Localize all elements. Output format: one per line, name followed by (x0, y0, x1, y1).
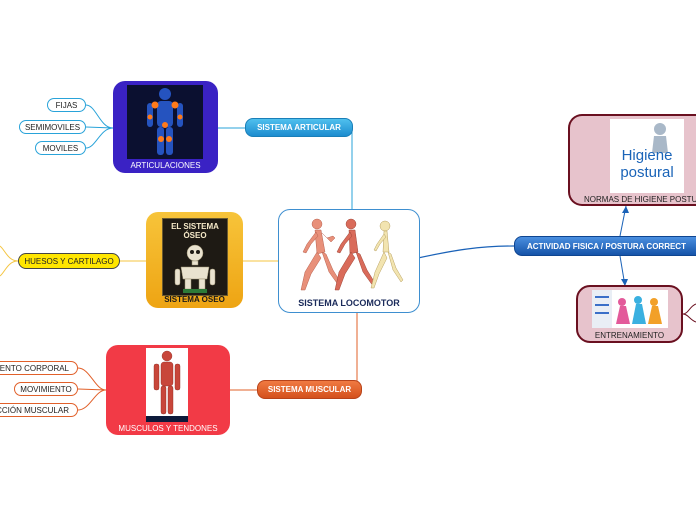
link-card-item2 (77, 388, 107, 391)
musculos-label: MUSCULOS Y TENDONES (118, 424, 218, 433)
link-card-moviles (85, 127, 114, 149)
arrow-higiene (622, 206, 629, 213)
link-card-semimoviles (85, 126, 114, 129)
book-title-line2: ÓSEO (183, 231, 207, 240)
runners-image (295, 214, 405, 298)
skeleton-icon (174, 244, 216, 293)
entrenamiento-card[interactable]: ENTRENAMIENTO (576, 285, 683, 343)
sistema-oseo-book-image: EL SISTEMA ÓSEO (162, 218, 228, 296)
link-card-fijas (85, 104, 114, 129)
muscular-item-3[interactable]: RACCIÓN MUSCULAR (0, 403, 78, 417)
sistema-muscular-node[interactable]: SISTEMA MUSCULAR (257, 380, 362, 399)
musculos-image (146, 348, 188, 422)
link-huesos-offscreen-2 (0, 260, 19, 277)
higiene-pic-line2: postural (620, 164, 674, 181)
musculos-card[interactable]: MUSCULOS Y TENDONES (106, 345, 230, 435)
actividad-fisica-node[interactable]: ACTIVIDAD FISICA / POSTURA CORRECT (514, 236, 696, 256)
link-central-actividad (417, 245, 515, 259)
sistema-oseo-card[interactable]: EL SISTEMA ÓSEO SISTEMA OSE (146, 212, 243, 308)
articular-item-moviles[interactable]: MOVILES (35, 141, 86, 155)
running-figures-icon (300, 218, 404, 291)
sistema-articular-node[interactable]: SISTEMA ARTICULAR (245, 118, 353, 137)
link-entrenamiento-offscreen (682, 303, 696, 315)
articulaciones-image (127, 85, 203, 159)
muscular-item-movimiento[interactable]: MOVIMIENTO (14, 382, 78, 396)
articulaciones-card[interactable]: ARTICULACIONES (113, 81, 218, 173)
entrenamiento-label: ENTRENAMIENTO (594, 331, 665, 340)
link-card-item1 (77, 367, 107, 391)
entrenamiento-image (592, 290, 668, 328)
link-huesos-offscreen-1 (0, 245, 19, 262)
oseo-item-huesos[interactable]: HUESOS Y CARTILAGO (18, 253, 120, 269)
muscular-item-1[interactable]: AMIENTO CORPORAL (0, 361, 78, 375)
book-title-line1: EL SISTEMA (171, 222, 219, 231)
training-runners-icon (592, 290, 662, 328)
link-card-item3 (77, 389, 107, 411)
sistema-oseo-label: SISTEMA OSEO (164, 295, 225, 304)
higiene-label: NORMAS DE HIGIENE POSTUR (584, 195, 696, 204)
link-entrenamiento-offscreen-2 (682, 313, 696, 323)
central-node[interactable]: SISTEMA LOCOMOTOR (278, 209, 420, 313)
higiene-postural-image: Higiene postural (610, 119, 684, 193)
central-label: SISTEMA LOCOMOTOR (298, 298, 400, 308)
posture-figure-icon (652, 123, 668, 153)
articular-item-semimoviles[interactable]: SEMIMOVILES (19, 120, 86, 134)
body-joints-icon (147, 88, 183, 155)
articular-item-fijas[interactable]: FIJAS (47, 98, 86, 112)
muscle-body-icon (146, 350, 188, 422)
arrow-entrenamiento (621, 279, 628, 286)
higiene-pic-line1: Higiene (621, 147, 673, 164)
articulaciones-label: ARTICULACIONES (130, 161, 201, 170)
higiene-postural-card[interactable]: Higiene postural NORMAS DE HIGIENE POSTU… (568, 114, 696, 206)
